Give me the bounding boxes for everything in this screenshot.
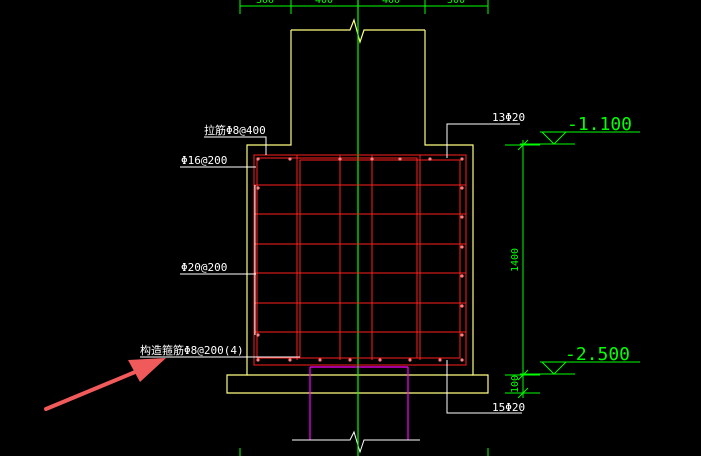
- leader-lines: [140, 123, 522, 414]
- mid-bar-label: Φ20@200: [181, 261, 227, 274]
- stirrup-label: 构造箍筋Φ8@200(4): [140, 343, 244, 357]
- axis-ticks-bottom: [239, 448, 489, 456]
- top-dim-4: 300: [447, 0, 465, 6]
- pile-outline: [309, 366, 409, 440]
- bottom-break-line: [292, 430, 420, 454]
- bottom-rebar-label: 15Φ20: [492, 401, 525, 414]
- rebar-dots: [256, 157, 464, 362]
- top-dim-3: 400: [382, 0, 400, 6]
- top-elevation-value: -1.100: [567, 114, 632, 135]
- base-dimension-value: 100: [510, 375, 521, 393]
- tie-bar-label: 拉筋Φ8@400: [204, 123, 266, 137]
- height-dimension: [505, 139, 540, 399]
- annotation-arrow-icon: [44, 358, 166, 411]
- top-elevation-symbol: [520, 131, 640, 145]
- bottom-elevation-value: -2.500: [565, 344, 630, 365]
- top-dim-1: 300: [256, 0, 274, 6]
- height-dimension-value: 1400: [510, 248, 521, 272]
- bottom-elevation-symbol: [520, 361, 640, 375]
- top-dimension-values: 300 400 400 300: [256, 0, 465, 6]
- side-bar-label: Φ16@200: [181, 154, 227, 167]
- top-rebar-label: 13Φ20: [492, 111, 525, 124]
- rebar-cage: [253, 154, 467, 366]
- top-dim-2: 400: [315, 0, 333, 6]
